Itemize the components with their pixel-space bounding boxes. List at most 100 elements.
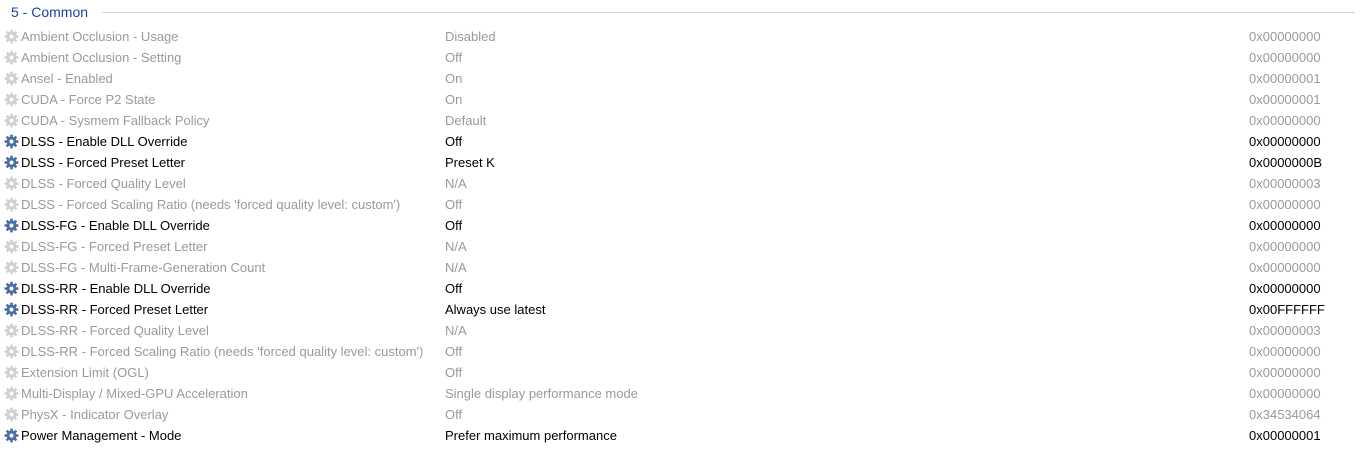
setting-row[interactable]: DLSS-FG - Forced Preset Letter N/A 0x00000… bbox=[0, 236, 1361, 257]
gear-icon bbox=[4, 218, 19, 233]
setting-value[interactable]: Default bbox=[445, 113, 487, 128]
setting-row[interactable]: DLSS - Forced Scaling Ratio (needs 'forc… bbox=[0, 194, 1361, 215]
setting-value[interactable]: On bbox=[445, 71, 463, 86]
setting-hex-value: 0x00000000 bbox=[1249, 365, 1321, 380]
gear-icon bbox=[4, 386, 19, 401]
setting-row[interactable]: DLSS-RR - Forced Scaling Ratio (needs 'f… bbox=[0, 341, 1361, 362]
gear-icon bbox=[4, 281, 19, 296]
setting-name: CUDA - Force P2 State bbox=[21, 92, 156, 107]
setting-row[interactable]: Ambient Occlusion - Setting Off 0x00000000 bbox=[0, 47, 1361, 68]
gear-icon bbox=[4, 365, 19, 380]
setting-hex-value: 0x00000000 bbox=[1249, 218, 1321, 233]
setting-value[interactable]: N/A bbox=[445, 239, 467, 254]
setting-hex-value: 0x00000000 bbox=[1249, 239, 1321, 254]
setting-name: DLSS-RR - Forced Preset Letter bbox=[21, 302, 209, 317]
setting-hex-value: 0x00000003 bbox=[1249, 323, 1321, 338]
setting-name: DLSS-RR - Forced Quality Level bbox=[21, 323, 209, 338]
setting-hex-value: 0x00FFFFFF bbox=[1249, 302, 1325, 317]
setting-value[interactable]: Single display performance mode bbox=[445, 386, 638, 401]
gear-icon bbox=[4, 29, 19, 44]
setting-value[interactable]: Prefer maximum performance bbox=[445, 428, 617, 443]
setting-value[interactable]: N/A bbox=[445, 323, 467, 338]
setting-row[interactable]: Ansel - Enabled On 0x00000001 bbox=[0, 68, 1361, 89]
gear-icon bbox=[4, 428, 19, 443]
setting-row[interactable]: PhysX - Indicator Overlay Off 0x34534064 bbox=[0, 404, 1361, 425]
setting-value[interactable]: Preset K bbox=[445, 155, 495, 170]
gear-icon bbox=[4, 92, 19, 107]
setting-name: Multi-Display / Mixed-GPU Acceleration bbox=[21, 386, 248, 401]
gear-icon bbox=[4, 71, 19, 86]
gear-icon bbox=[4, 50, 19, 65]
gear-icon bbox=[4, 134, 19, 149]
gear-icon bbox=[4, 323, 19, 338]
setting-name: DLSS-RR - Enable DLL Override bbox=[21, 281, 211, 296]
setting-hex-value: 0x00000003 bbox=[1249, 176, 1321, 191]
setting-row[interactable]: Power Management - Mode Prefer maximum pe… bbox=[0, 425, 1361, 446]
setting-value[interactable]: Off bbox=[445, 134, 463, 149]
setting-hex-value: 0x00000000 bbox=[1249, 50, 1321, 65]
setting-row[interactable]: Extension Limit (OGL) Off 0x00000000 bbox=[0, 362, 1361, 383]
setting-value[interactable]: Off bbox=[445, 407, 463, 422]
setting-row[interactable]: DLSS-RR - Forced Preset Letter Always use… bbox=[0, 299, 1361, 320]
setting-name: DLSS - Forced Quality Level bbox=[21, 176, 186, 191]
setting-name: DLSS - Forced Scaling Ratio (needs 'forc… bbox=[21, 197, 401, 212]
setting-name: Extension Limit (OGL) bbox=[21, 365, 149, 380]
setting-name: Ansel - Enabled bbox=[21, 71, 113, 86]
gear-icon bbox=[4, 113, 19, 128]
setting-value[interactable]: Off bbox=[445, 281, 463, 296]
setting-hex-value: 0x00000000 bbox=[1249, 281, 1321, 296]
setting-value[interactable]: Disabled bbox=[445, 29, 496, 44]
setting-hex-value: 0x00000000 bbox=[1249, 113, 1321, 128]
setting-row[interactable]: CUDA - Force P2 State On 0x00000001 bbox=[0, 89, 1361, 110]
setting-value[interactable]: Off bbox=[445, 218, 463, 233]
setting-value[interactable]: N/A bbox=[445, 260, 467, 275]
setting-value[interactable]: N/A bbox=[445, 176, 467, 191]
setting-hex-value: 0x00000001 bbox=[1249, 92, 1321, 107]
gear-icon bbox=[4, 239, 19, 254]
setting-hex-value: 0x00000000 bbox=[1249, 29, 1321, 44]
setting-row[interactable]: Multi-Display / Mixed-GPU Acceleration Si… bbox=[0, 383, 1361, 404]
setting-value[interactable]: Off bbox=[445, 197, 463, 212]
setting-value[interactable]: Off bbox=[445, 365, 463, 380]
group-header[interactable]: 5 - Common bbox=[0, 0, 1361, 26]
setting-hex-value: 0x00000001 bbox=[1249, 428, 1321, 443]
setting-hex-value: 0x00000000 bbox=[1249, 344, 1321, 359]
group-divider bbox=[102, 12, 1355, 13]
setting-value[interactable]: Off bbox=[445, 50, 463, 65]
setting-name: DLSS-FG - Enable DLL Override bbox=[21, 218, 210, 233]
gear-icon bbox=[4, 302, 19, 317]
setting-row[interactable]: DLSS - Forced Quality Level N/A 0x00000003 bbox=[0, 173, 1361, 194]
gear-icon bbox=[4, 344, 19, 359]
gear-icon bbox=[4, 407, 19, 422]
gear-icon bbox=[4, 260, 19, 275]
setting-name: DLSS-FG - Forced Preset Letter bbox=[21, 239, 208, 254]
setting-row[interactable]: DLSS-RR - Enable DLL Override Off 0x000000… bbox=[0, 278, 1361, 299]
setting-value[interactable]: Off bbox=[445, 344, 463, 359]
setting-name: DLSS - Forced Preset Letter bbox=[21, 155, 186, 170]
setting-name: Power Management - Mode bbox=[21, 428, 182, 443]
setting-hex-value: 0x00000000 bbox=[1249, 197, 1321, 212]
gear-icon bbox=[4, 176, 19, 191]
setting-value[interactable]: Always use latest bbox=[445, 302, 546, 317]
setting-name: CUDA - Sysmem Fallback Policy bbox=[21, 113, 210, 128]
setting-value[interactable]: On bbox=[445, 92, 463, 107]
group-title[interactable]: 5 - Common bbox=[11, 4, 89, 20]
gear-icon bbox=[4, 197, 19, 212]
setting-row[interactable]: DLSS - Forced Preset Letter Preset K 0x000… bbox=[0, 152, 1361, 173]
setting-hex-value: 0x00000000 bbox=[1249, 386, 1321, 401]
setting-name: Ambient Occlusion - Setting bbox=[21, 50, 182, 65]
setting-row[interactable]: DLSS-RR - Forced Quality Level N/A 0x00000… bbox=[0, 320, 1361, 341]
gear-icon bbox=[4, 155, 19, 170]
setting-hex-value: 0x00000000 bbox=[1249, 260, 1321, 275]
setting-name: PhysX - Indicator Overlay bbox=[21, 407, 169, 422]
setting-row[interactable]: CUDA - Sysmem Fallback Policy Default 0x00… bbox=[0, 110, 1361, 131]
setting-row[interactable]: DLSS-FG - Enable DLL Override Off 0x000000… bbox=[0, 215, 1361, 236]
setting-hex-value: 0x00000001 bbox=[1249, 71, 1321, 86]
setting-hex-value: 0x34534064 bbox=[1249, 407, 1321, 422]
setting-name: DLSS-RR - Forced Scaling Ratio (needs 'f… bbox=[21, 344, 424, 359]
setting-hex-value: 0x0000000B bbox=[1249, 155, 1323, 170]
